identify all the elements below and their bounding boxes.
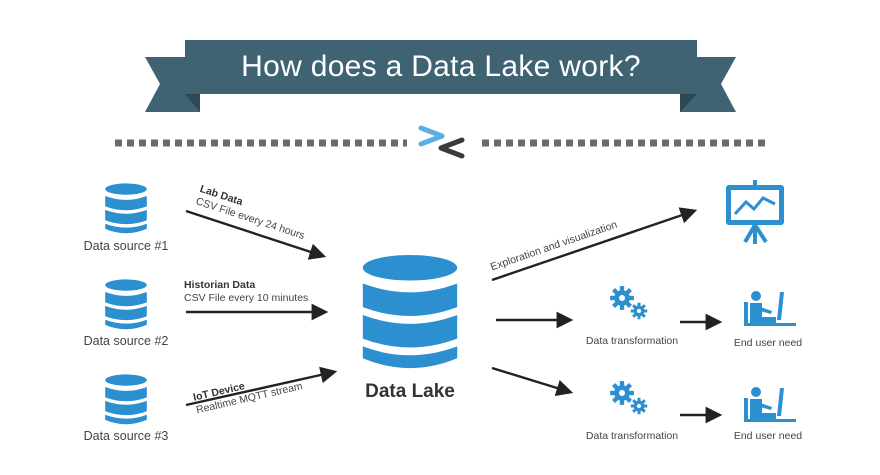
chevrons-icon (418, 125, 465, 159)
database-icon (105, 374, 147, 425)
page-title: How does a Data Lake work? (241, 50, 641, 83)
arrow-lake-to-exploration (491, 207, 698, 282)
data-lake-database-icon (362, 254, 458, 369)
gears-icon (610, 381, 648, 415)
gears-icon (610, 286, 648, 320)
arrow-lake-to-transform2 (491, 366, 574, 397)
banner-body (185, 40, 697, 94)
data-lake-label: Data Lake (365, 381, 455, 402)
divider (115, 125, 770, 159)
database-icon (105, 279, 147, 330)
title-banner (145, 40, 736, 112)
user-at-computer-icon (744, 387, 796, 422)
data-source-3-label: Data source #3 (83, 429, 169, 443)
arrow-source3-to-lake (185, 366, 338, 407)
banner-right-fold (680, 94, 697, 112)
user-at-computer-icon (744, 291, 796, 326)
historian-data-edge-label: Historian Data CSV File every 10 minutes (184, 279, 308, 305)
end-user-2-label: End user need (733, 430, 803, 442)
historian-data-name: Historian Data (184, 279, 256, 291)
data-source-2-label: Data source #2 (83, 334, 169, 348)
presentation-chart-icon (726, 180, 784, 244)
arrow-source1-to-lake (185, 209, 327, 260)
data-source-1-label: Data source #1 (83, 239, 169, 253)
end-user-1-label: End user need (733, 337, 803, 349)
banner-left-fold (185, 94, 200, 112)
transform-1-label: Data transformation (585, 335, 679, 347)
transform-2-label: Data transformation (585, 430, 679, 442)
database-icon (105, 183, 147, 234)
historian-data-detail: CSV File every 10 minutes (184, 292, 309, 304)
